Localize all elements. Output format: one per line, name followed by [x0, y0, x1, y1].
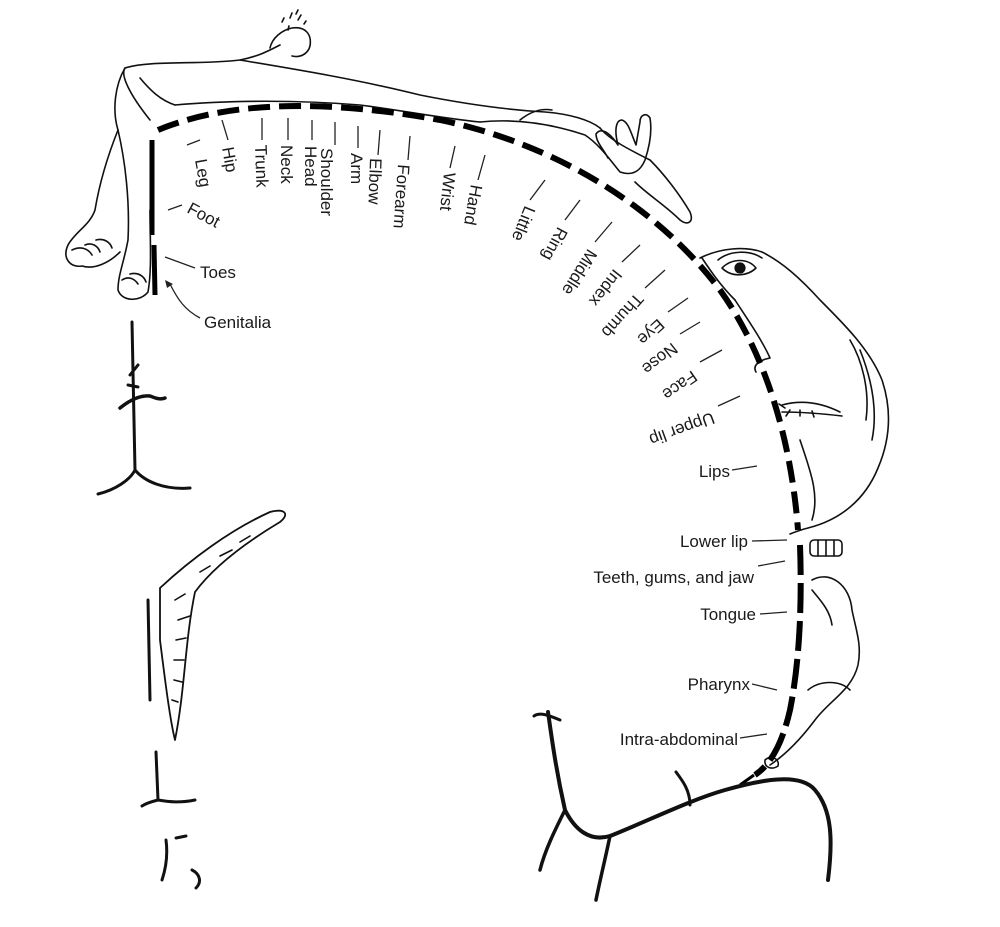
left-sections-drawing	[96, 320, 287, 890]
label-lower-lip: Lower lip	[680, 532, 748, 551]
label-tongue: Tongue	[700, 605, 756, 624]
body-figure-drawing	[65, 9, 693, 301]
label-arm: Arm	[347, 153, 366, 184]
cortical-strip	[149, 103, 804, 787]
label-shoulder: Shoulder	[317, 148, 336, 216]
label-elbow: Elbow	[364, 158, 385, 206]
label-upper-lip: Upper lip	[647, 408, 717, 449]
label-leg: Leg	[191, 157, 215, 188]
label-wrist: Wrist	[436, 172, 459, 212]
label-intra-abdominal: Intra-abdominal	[620, 730, 738, 749]
label-hip: Hip	[218, 145, 241, 173]
label-trunk: Trunk	[251, 144, 272, 188]
label-hand: Hand	[460, 183, 486, 226]
label-little: Little	[508, 204, 539, 244]
label-foot: Foot	[184, 199, 223, 232]
label-lips: Lips	[699, 462, 730, 481]
label-toes: Toes	[200, 263, 236, 282]
label-eye: Eye	[634, 315, 668, 349]
label-forearm: Forearm	[390, 164, 413, 229]
cortex-section-drawing	[532, 710, 833, 902]
label-neck: Neck	[277, 145, 296, 184]
label-ring: Ring	[538, 224, 571, 264]
label-teeth-gums-jaw: Teeth, gums, and jaw	[593, 568, 754, 587]
label-pharynx: Pharynx	[688, 675, 751, 694]
label-face: Face	[659, 367, 701, 404]
label-head: Head	[301, 146, 320, 187]
leader-lines	[164, 118, 788, 739]
label-genitalia: Genitalia	[204, 313, 272, 332]
